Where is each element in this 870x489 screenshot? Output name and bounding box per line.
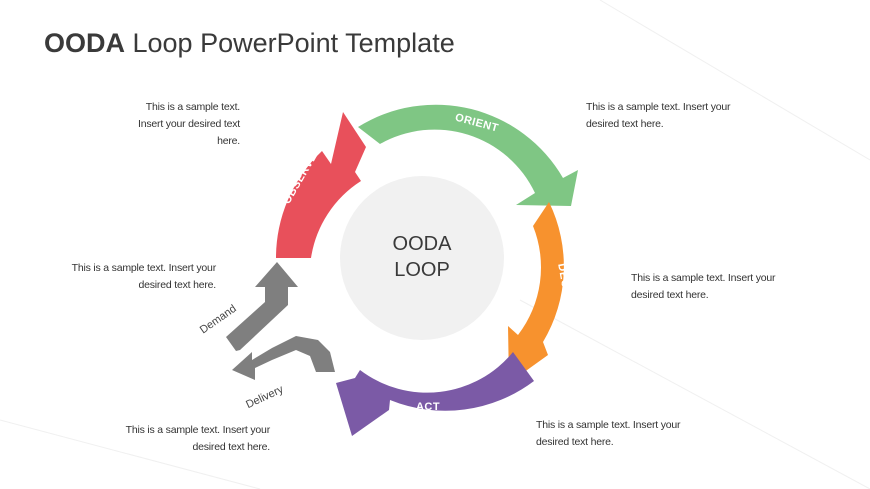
title-bold: OODA [44, 28, 125, 58]
delivery-arrow [232, 336, 335, 380]
act-label: ACT [416, 401, 440, 413]
title-rest: Loop PowerPoint Template [125, 28, 455, 58]
demand-note-line2: desired text here. [138, 279, 216, 291]
demand-note-line1: This is a sample text. Insert your [71, 262, 217, 274]
decide-note-line1: This is a sample text. Insert your [631, 272, 776, 284]
delivery-label: Delivery [244, 383, 286, 411]
demand-note: This is a sample text. Insert your desir… [30, 260, 217, 294]
orient-segment [358, 104, 578, 206]
orient-note-line1: This is a sample text. Insert your [586, 101, 731, 113]
center-circle [340, 176, 504, 340]
observe-segment [275, 112, 366, 258]
observe-note-line1: This is a sample text. [145, 101, 240, 113]
delivery-note-line1: This is a sample text. Insert your [125, 424, 271, 436]
decide-note-line2: desired text here. [631, 289, 709, 301]
center-line1: OODA [393, 233, 453, 255]
center-line2: LOOP [394, 259, 450, 281]
demand-arrow [226, 262, 298, 351]
orient-note: This is a sample text. Insert your desir… [586, 99, 786, 133]
page-title: OODA Loop PowerPoint Template [44, 28, 455, 59]
delivery-note: This is a sample text. Insert your desir… [84, 422, 271, 456]
act-note-line1: This is a sample text. Insert your [536, 419, 681, 431]
delivery-note-line2: desired text here. [192, 441, 270, 453]
act-note-line2: desired text here. [536, 436, 614, 448]
decide-note: This is a sample text. Insert your desir… [631, 270, 831, 304]
act-note: This is a sample text. Insert your desir… [536, 417, 736, 451]
orient-note-line2: desired text here. [586, 118, 664, 130]
observe-note: This is a sample text. Insert your desir… [120, 99, 240, 150]
decide-segment [508, 202, 564, 383]
act-segment [336, 352, 534, 436]
observe-note-line3: here. [217, 135, 240, 147]
observe-note-line2: Insert your desired text [138, 118, 240, 130]
